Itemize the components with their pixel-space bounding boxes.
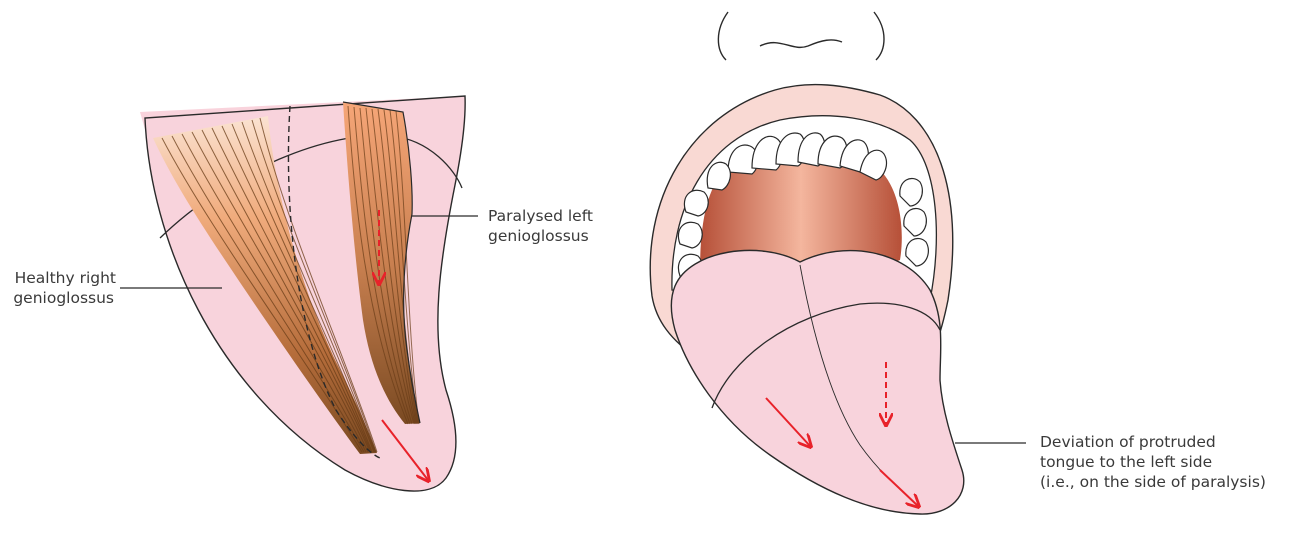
nose-tip	[760, 40, 842, 47]
protruded-tongue	[671, 250, 964, 514]
label-deviation-line3: (i.e., on the side of paralysis)	[1040, 472, 1266, 492]
nostril-left	[718, 12, 728, 60]
label-healthy-line1: Healthy right	[4, 268, 116, 288]
label-deviation-line1: Deviation of protruded	[1040, 432, 1266, 452]
label-paralysed-line1: Paralysed left	[488, 206, 593, 226]
tongue-section	[120, 96, 478, 491]
face-figure	[650, 12, 1026, 514]
label-deviation-line2: tongue to the left side	[1040, 452, 1266, 472]
label-healthy-right-genioglossus: Healthy right genioglossus	[4, 268, 116, 308]
label-paralysed-left-genioglossus: Paralysed left genioglossus	[488, 206, 593, 246]
label-healthy-line2: genioglossus	[4, 288, 116, 308]
label-paralysed-line2: genioglossus	[488, 226, 593, 246]
nostril-right	[874, 12, 884, 60]
nose	[718, 12, 884, 60]
label-deviation: Deviation of protruded tongue to the lef…	[1040, 432, 1266, 492]
